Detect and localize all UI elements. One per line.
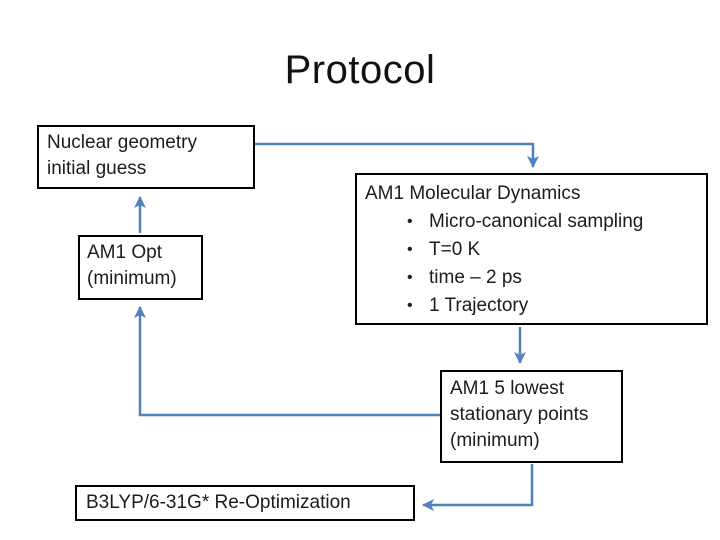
am1-md-bullet-2-label: T=0 K bbox=[429, 239, 481, 260]
am1-md-bullet-1-label: Micro-canonical sampling bbox=[429, 211, 644, 232]
am1-md-bullet-3: • time – 2 ps bbox=[365, 264, 698, 292]
b3lyp-label: B3LYP/6-31G* Re-Optimization bbox=[86, 492, 351, 513]
nuclear-geometry-line-1: Nuclear geometry bbox=[47, 132, 197, 153]
am1-md-title: AM1 Molecular Dynamics bbox=[365, 183, 581, 204]
bullet-icon: • bbox=[407, 241, 413, 258]
am1-opt-line-2: (minimum) bbox=[87, 268, 177, 289]
arrow-stationary-to-b3lyp bbox=[422, 464, 534, 511]
nuclear-geometry-box: Nuclear geometry initial guess bbox=[37, 125, 255, 189]
am1-stationary-line-3: (minimum) bbox=[450, 430, 540, 451]
bullet-icon: • bbox=[407, 269, 413, 286]
am1-stationary-line-1: AM1 5 lowest bbox=[450, 378, 565, 399]
am1-md-bullet-4: • 1 Trajectory bbox=[365, 292, 698, 320]
am1-md-bullet-4-label: 1 Trajectory bbox=[429, 295, 529, 316]
bullet-icon: • bbox=[407, 213, 413, 230]
am1-stationary-points-box: AM1 5 lowest stationary points (minimum) bbox=[440, 370, 623, 463]
am1-opt-line-1: AM1 Opt bbox=[87, 242, 162, 263]
page-title: Protocol bbox=[284, 48, 436, 92]
arrow-nuclear-to-md bbox=[255, 142, 539, 168]
b3lyp-reoptimization-box: B3LYP/6-31G* Re-Optimization bbox=[75, 485, 415, 521]
am1-md-bullet-2: • T=0 K bbox=[365, 236, 698, 264]
am1-opt-box: AM1 Opt (minimum) bbox=[78, 235, 203, 300]
bullet-icon: • bbox=[407, 297, 413, 314]
am1-molecular-dynamics-box: AM1 Molecular Dynamics • Micro-canonical… bbox=[355, 173, 708, 325]
am1-md-bullet-1: • Micro-canonical sampling bbox=[365, 208, 698, 236]
nuclear-geometry-line-2: initial guess bbox=[47, 158, 147, 179]
am1-md-bullet-3-label: time – 2 ps bbox=[429, 267, 522, 288]
am1-stationary-line-2: stationary points bbox=[450, 404, 589, 425]
